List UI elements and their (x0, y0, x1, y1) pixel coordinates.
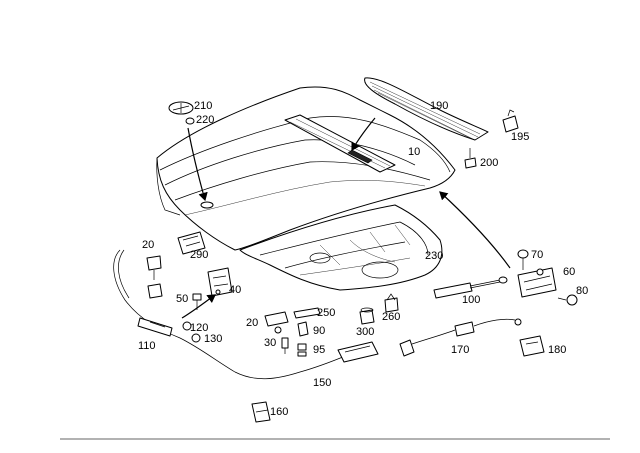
label-210: 210 (194, 100, 212, 112)
hood-panel (156, 86, 456, 251)
bolt-70 (517, 249, 529, 270)
grommet-130 (191, 333, 201, 343)
cable-sleeve-150 (337, 341, 379, 363)
label-110: 110 (138, 340, 156, 352)
latch-40 (207, 267, 233, 297)
striker-250 (293, 307, 321, 319)
lock-bracket-20 (264, 311, 289, 334)
label-120: 120 (190, 322, 208, 334)
hood-inner-frame (239, 204, 443, 291)
label-195: 195 (511, 131, 529, 143)
nut-95 (297, 343, 307, 357)
label-300: 300 (356, 326, 374, 338)
clip-260 (384, 293, 399, 313)
release-handle-160 (251, 401, 271, 423)
hinge-60 (517, 267, 557, 298)
label-250: 250 (317, 307, 335, 319)
label-150: 150 (313, 377, 331, 389)
label-200: 200 (480, 157, 498, 169)
cowl-grille (364, 77, 489, 141)
label-40: 40 (229, 284, 241, 296)
label-80: 80 (576, 285, 588, 297)
star-emblem (168, 101, 195, 125)
clip-195 (502, 109, 519, 133)
label-290: 290 (190, 249, 208, 261)
rubber-buffer-90 (297, 321, 309, 337)
label-130: 130 (204, 333, 222, 345)
release-cable (113, 249, 356, 380)
label-20-center: 20 (246, 317, 258, 329)
label-60: 60 (563, 266, 575, 278)
latch-180 (519, 335, 545, 357)
label-90: 90 (313, 325, 325, 337)
bolt-80 (557, 294, 578, 306)
gas-strut-100 (433, 276, 508, 299)
label-20-top: 20 (142, 239, 154, 251)
bowden-cable-170 (399, 318, 522, 357)
part-labels: 10 20 20 30 40 50 60 70 80 90 95 100 110… (138, 100, 588, 418)
bracket-20-top (146, 255, 163, 299)
label-30: 30 (264, 337, 276, 349)
label-260: 260 (382, 311, 400, 323)
label-170: 170 (451, 344, 469, 356)
label-95: 95 (313, 344, 325, 356)
bolt-30 (281, 337, 289, 354)
grommet-120 (182, 321, 192, 331)
label-10: 10 (408, 146, 420, 158)
label-230: 230 (425, 250, 443, 262)
cable-handle-110 (137, 317, 173, 337)
label-180: 180 (548, 344, 566, 356)
screw-200 (464, 148, 477, 169)
plug-300 (359, 307, 375, 325)
label-50: 50 (176, 293, 188, 305)
bracket-290 (177, 231, 206, 255)
label-100: 100 (462, 294, 480, 306)
label-70: 70 (531, 249, 543, 261)
label-190: 190 (430, 100, 448, 112)
label-160: 160 (270, 406, 288, 418)
label-220: 220 (196, 114, 214, 126)
